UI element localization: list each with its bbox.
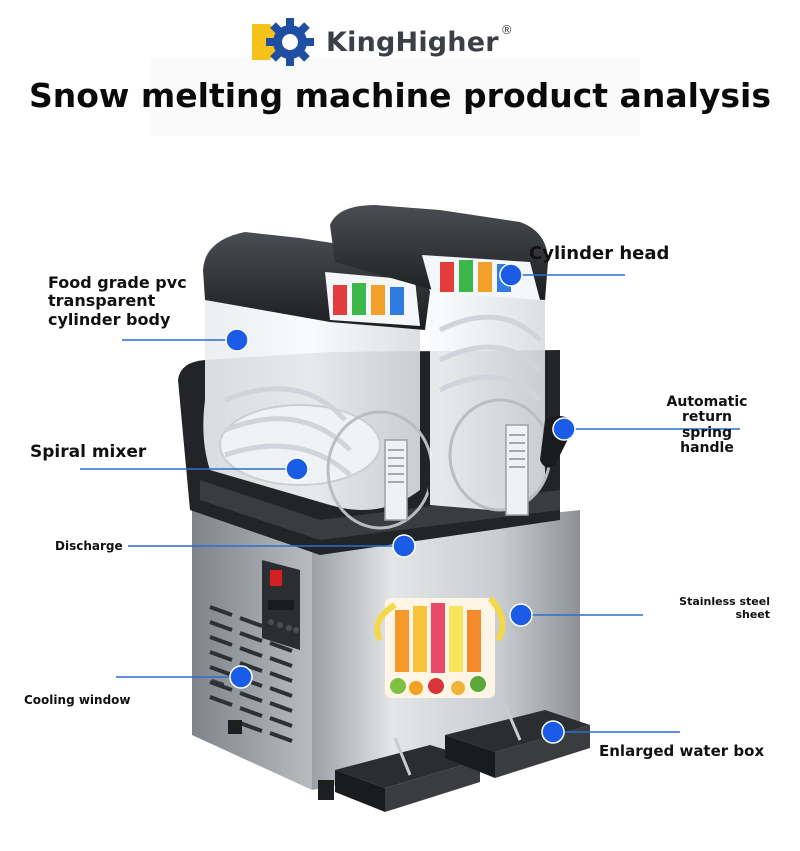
label-return-handle: Automatic return spring handle — [666, 394, 748, 457]
label-water-box: Enlarged water box — [599, 742, 765, 760]
label-cylinder-head: Cylinder head — [529, 243, 670, 264]
marker-water-box — [541, 720, 565, 744]
label-stainless: Stainless steel sheet — [679, 595, 770, 621]
marker-cooling-window — [229, 665, 253, 689]
right-cylinder — [330, 205, 575, 516]
left-cylinder — [203, 232, 452, 530]
label-cylinder-body: Food grade pvc transparent cylinder body — [48, 273, 187, 329]
marker-spiral-mixer — [285, 457, 309, 481]
label-spiral-mixer: Spiral mixer — [30, 442, 147, 462]
registered-mark: ® — [500, 23, 513, 37]
brand-header: KingHigher ® — [250, 14, 513, 70]
kinghigher-logo-icon — [252, 18, 314, 66]
marker-cylinder-body — [225, 328, 249, 352]
marker-cylinder-head — [499, 263, 523, 287]
page-title: Snow melting machine product analysis — [28, 76, 772, 115]
marker-stainless — [509, 603, 533, 627]
label-cooling-window: Cooling window — [24, 693, 131, 707]
marker-discharge — [392, 534, 416, 558]
label-discharge: Discharge — [55, 539, 123, 553]
marker-return-handle — [552, 417, 576, 441]
brand-name: KingHigher — [326, 26, 499, 58]
title-background — [150, 58, 640, 136]
